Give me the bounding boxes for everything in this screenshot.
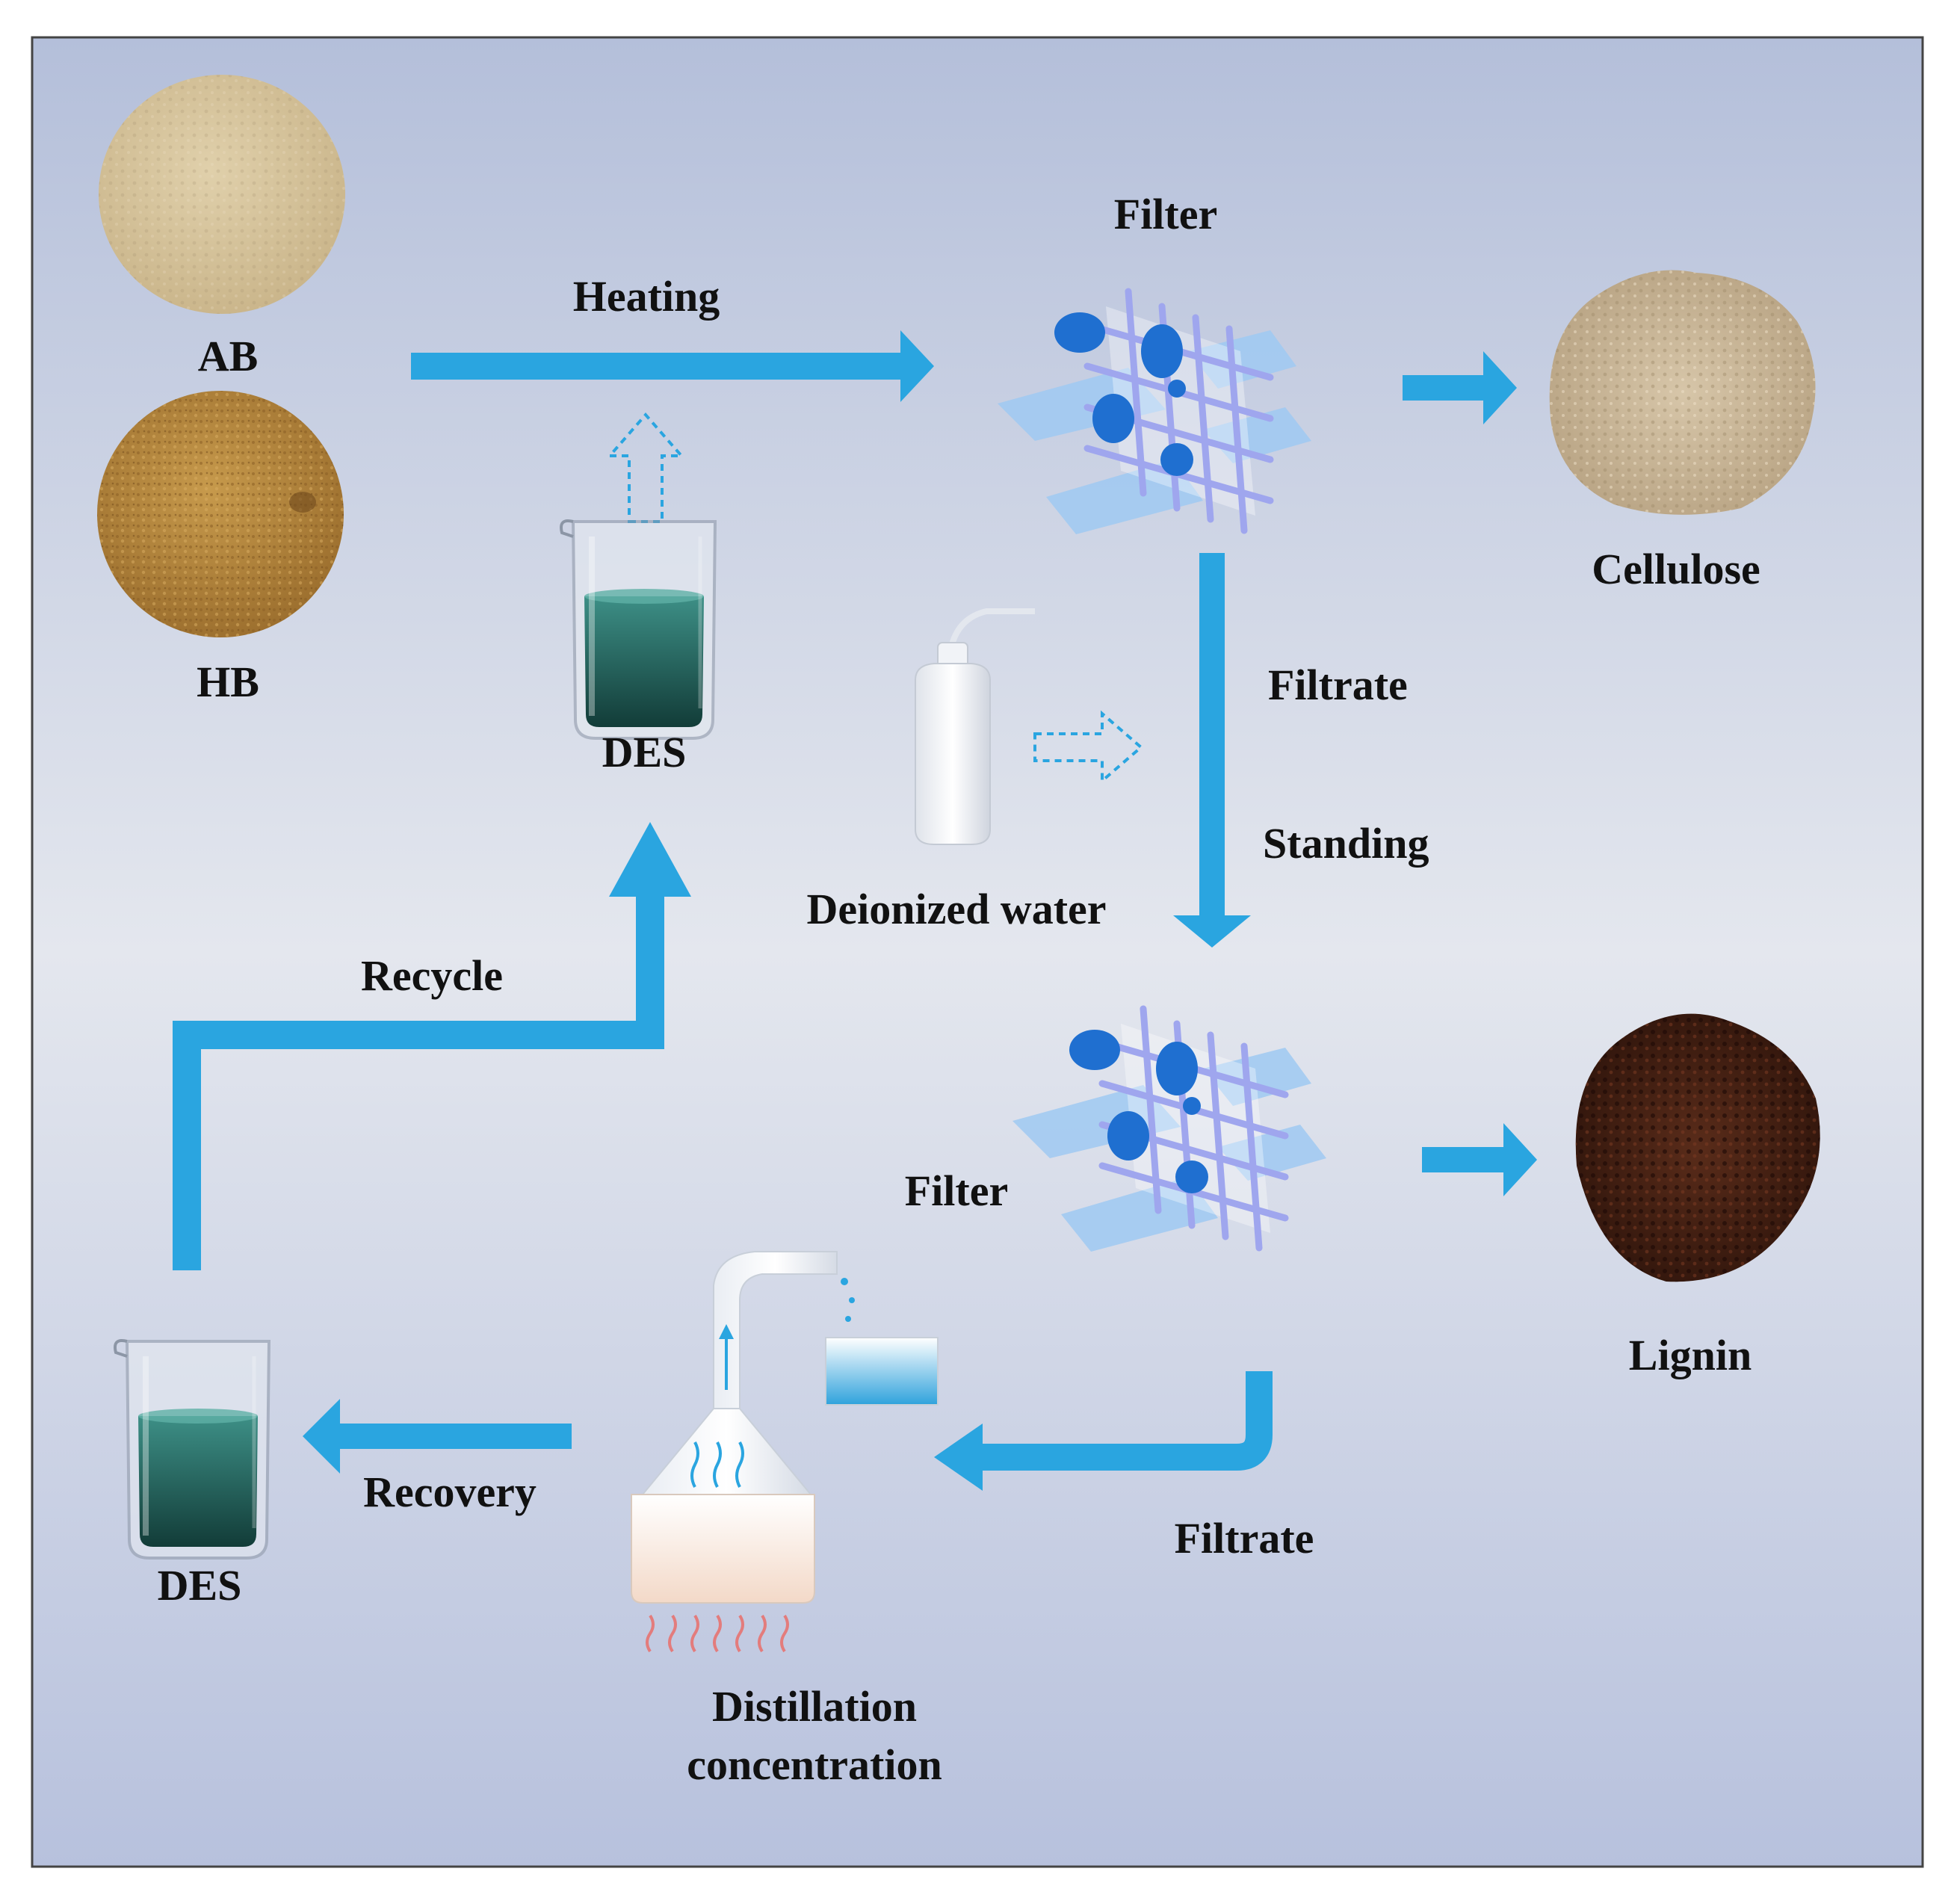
label-filtrate-right: Filtrate bbox=[1268, 661, 1408, 709]
recovery-arrow bbox=[303, 1399, 572, 1474]
des-beaker-top bbox=[561, 521, 715, 738]
heating-arrow bbox=[411, 330, 934, 402]
label-filter-top: Filter bbox=[1113, 190, 1218, 238]
distillation-apparatus bbox=[631, 1251, 939, 1653]
label-recycle: Recycle bbox=[361, 951, 503, 1000]
label-cellulose: Cellulose bbox=[1592, 545, 1760, 593]
des-feed-dashed-arrow bbox=[606, 412, 685, 523]
cellulose-arrow bbox=[1403, 351, 1517, 424]
label-filtrate-bottom: Filtrate bbox=[1174, 1514, 1314, 1563]
deionized-water-dashed-arrow bbox=[1033, 710, 1144, 785]
lignin-arrow bbox=[1422, 1123, 1537, 1196]
filtrate-bottom-arrow bbox=[934, 1371, 1273, 1491]
label-hb: HB bbox=[197, 658, 259, 706]
label-distillation: Distillation bbox=[712, 1682, 917, 1731]
label-concentration: concentration bbox=[687, 1740, 942, 1789]
recycle-arrow bbox=[173, 822, 691, 1270]
label-deionized-water: Deionized water bbox=[806, 885, 1107, 933]
ab-powder-image bbox=[99, 75, 345, 314]
lignin-powder-image bbox=[1575, 1013, 1820, 1282]
label-heating: Heating bbox=[572, 272, 720, 321]
label-lignin: Lignin bbox=[1628, 1331, 1752, 1379]
hb-powder-image bbox=[97, 391, 344, 637]
label-des-bottom: DES bbox=[157, 1561, 242, 1610]
label-des-top: DES bbox=[602, 728, 687, 776]
label-ab: AB bbox=[197, 332, 259, 380]
des-beaker-bottom bbox=[115, 1341, 269, 1558]
label-filter-bottom: Filter bbox=[904, 1166, 1009, 1215]
label-standing: Standing bbox=[1263, 819, 1429, 868]
wash-bottle-image bbox=[915, 608, 1035, 845]
cellulose-powder-image bbox=[1549, 270, 1816, 515]
label-recovery: Recovery bbox=[363, 1468, 537, 1516]
filtrate-standing-arrow bbox=[1173, 553, 1251, 948]
